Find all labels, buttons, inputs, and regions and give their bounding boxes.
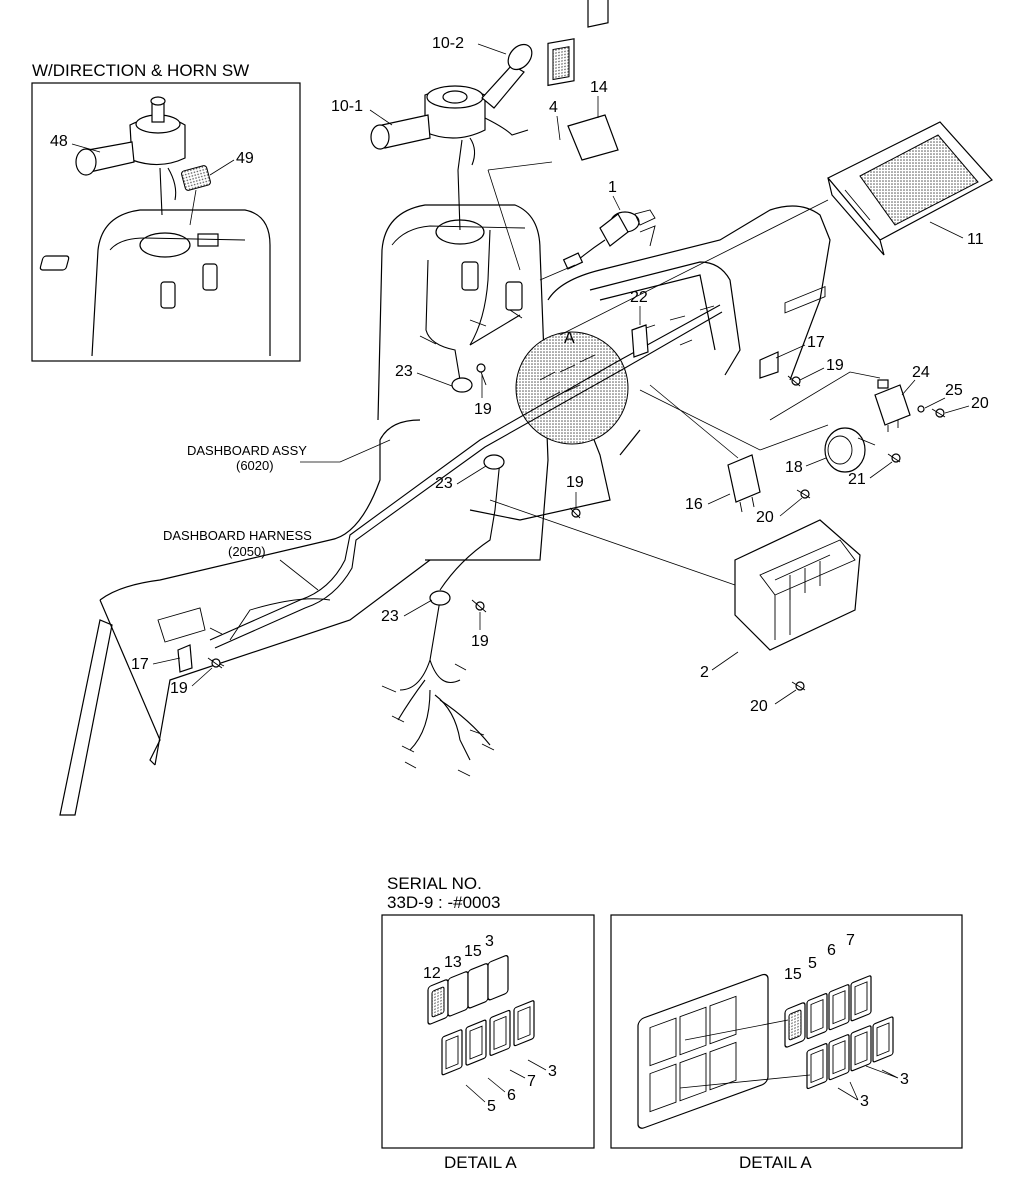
dashboard-assy-label: DASHBOARD ASSY xyxy=(187,443,307,458)
detail-a-right: 15 5 6 7 3 3 DETAIL A xyxy=(610,914,963,1172)
detail-right-5: 5 xyxy=(808,955,817,972)
detail-left-12: 12 xyxy=(423,965,441,982)
horn-18: 18 xyxy=(639,389,876,476)
callout-19-upper: 19 xyxy=(474,401,492,418)
flasher-16: 16 xyxy=(649,384,761,513)
detail-right-3-bottom: 3 xyxy=(860,1093,869,1110)
clamp-23-lower xyxy=(429,590,451,606)
callout-49: 49 xyxy=(236,150,254,167)
detail-left-13: 13 xyxy=(444,954,462,971)
instrument-cluster: 11 xyxy=(559,121,993,336)
dashboard-assy-code: (6020) xyxy=(236,458,274,473)
serial-label: SERIAL NO. xyxy=(387,874,482,893)
detail-left-7: 7 xyxy=(527,1073,536,1090)
clamp-23-upper xyxy=(451,377,473,393)
main-assembly: 10-2 10-1 4 14 1 xyxy=(59,0,993,816)
bracket-17-left xyxy=(177,644,193,673)
callout-4: 4 xyxy=(549,99,558,116)
callout-2: 2 xyxy=(700,664,709,681)
dashboard-harness-code: (2050) xyxy=(228,544,266,559)
callout-17-left: 17 xyxy=(131,656,149,673)
detail-right-15: 15 xyxy=(784,966,802,983)
callout-10-2: 10-2 xyxy=(432,35,464,52)
detail-a-letter: A xyxy=(564,330,575,347)
bracket-17-right xyxy=(759,351,779,379)
callout-18: 18 xyxy=(785,459,803,476)
detail-a-right-caption: DETAIL A xyxy=(739,1153,812,1172)
bracket-22 xyxy=(631,324,649,358)
callout-17-right: 17 xyxy=(807,334,825,351)
detail-left-5: 5 xyxy=(487,1098,496,1115)
inset-title: W/DIRECTION & HORN SW xyxy=(32,61,249,80)
callout-11: 11 xyxy=(967,231,984,248)
detail-left-15: 15 xyxy=(464,943,482,960)
detail-right-7: 7 xyxy=(846,932,855,949)
detail-a-left: 12 13 15 3 3 7 6 5 DETAIL A xyxy=(381,914,595,1172)
dashboard-body xyxy=(59,205,831,816)
dashboard-harness xyxy=(209,304,723,777)
combination-switch: 10-2 10-1 xyxy=(331,35,533,231)
callout-20-right: 20 xyxy=(971,395,989,412)
callout-24: 24 xyxy=(912,364,930,381)
callout-23-lower: 23 xyxy=(381,608,399,625)
callout-19-right: 19 xyxy=(826,357,844,374)
callout-20-bottom: 20 xyxy=(750,698,768,715)
callout-16: 16 xyxy=(685,496,703,513)
rocker-switch-group: 4 14 xyxy=(487,0,619,271)
steering-console xyxy=(377,204,549,561)
key-switch: 1 xyxy=(539,179,656,281)
callout-10-1: 10-1 xyxy=(331,98,363,115)
callout-22: 22 xyxy=(630,289,648,306)
detail-left-3-top: 3 xyxy=(485,933,494,950)
callout-48: 48 xyxy=(50,133,68,150)
detail-right-3-right: 3 xyxy=(900,1071,909,1088)
callout-21: 21 xyxy=(848,471,866,488)
detail-right-6: 6 xyxy=(827,942,836,959)
dashboard-harness-label: DASHBOARD HARNESS xyxy=(163,528,312,543)
fasteners xyxy=(207,363,946,691)
callout-25: 25 xyxy=(945,382,963,399)
callout-20-mid: 20 xyxy=(756,509,774,526)
controller-2: 2 xyxy=(489,286,861,681)
serial-range: 33D-9 : -#0003 xyxy=(387,893,500,912)
callout-1: 1 xyxy=(608,179,617,196)
relay-24: 24 xyxy=(769,364,930,432)
callout-19-lower: 19 xyxy=(471,633,489,650)
direction-horn-switch-inset: W/DIRECTION & HORN SW 48 49 xyxy=(31,61,301,362)
callout-23-middle: 23 xyxy=(435,475,453,492)
callout-19-middle: 19 xyxy=(566,474,584,491)
detail-left-6: 6 xyxy=(507,1087,516,1104)
callout-23-upper: 23 xyxy=(395,363,413,380)
detail-left-3-bottom: 3 xyxy=(548,1063,557,1080)
detail-a-left-caption: DETAIL A xyxy=(444,1153,517,1172)
callout-14: 14 xyxy=(590,79,608,96)
callout-19-left: 19 xyxy=(170,680,188,697)
clamp-23-middle xyxy=(483,454,505,470)
